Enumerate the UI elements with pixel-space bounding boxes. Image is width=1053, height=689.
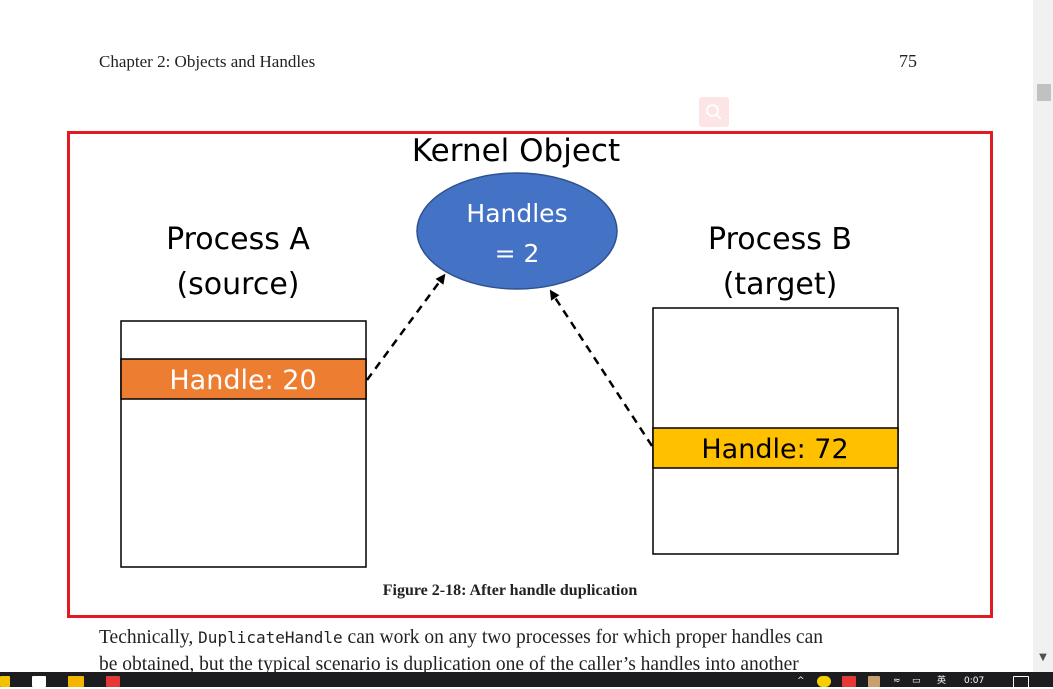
body-line-2: be obtained, but the typical scenario is… — [99, 654, 799, 672]
arrow-process-a-to-object — [365, 273, 446, 381]
body-line-1: Technically, DuplicateHandle can work on… — [99, 627, 823, 648]
tray-app-icon[interactable] — [842, 676, 856, 687]
ellipse-label-line2: = 2 — [495, 239, 540, 268]
terminal-icon[interactable] — [32, 676, 46, 687]
clock[interactable]: 0:07 — [964, 676, 985, 686]
document-page: Chapter 2: Objects and Handles 75 Kernel… — [67, 51, 993, 672]
search-icon — [706, 104, 722, 120]
tray-status-icon[interactable] — [817, 676, 831, 687]
notification-icon[interactable] — [1013, 676, 1029, 689]
figure-diagram: Kernel Object Handles = 2 Process A (sou… — [120, 133, 899, 568]
app-icon[interactable] — [106, 676, 120, 687]
page-number: 75 — [899, 51, 917, 71]
search-button[interactable] — [699, 97, 729, 127]
figure-caption: Figure 2-18: After handle duplication — [382, 582, 638, 599]
vertical-scrollbar[interactable]: ▼ — [1033, 0, 1053, 672]
wifi-icon[interactable]: ≈ — [893, 676, 901, 686]
process-b-handle-label: Handle: 72 — [701, 434, 848, 465]
file-explorer-icon[interactable] — [68, 676, 84, 687]
ime-indicator[interactable]: 英 — [937, 676, 947, 686]
taskbar: ^ ≈ ▭ 英 0:07 — [0, 672, 1053, 689]
handle-count-ellipse — [416, 172, 618, 290]
process-a-handle-entry — [120, 358, 367, 400]
tray-chevron-up-icon[interactable]: ^ — [797, 676, 805, 686]
tray-user-icon[interactable] — [868, 676, 880, 687]
windows-icon[interactable] — [0, 676, 10, 687]
inline-code: DuplicateHandle — [198, 628, 343, 647]
arrow-process-b-to-object — [549, 289, 654, 447]
process-a-role: (source) — [176, 267, 299, 302]
scroll-down-arrow-icon[interactable]: ▼ — [1039, 652, 1047, 663]
process-b-role: (target) — [723, 267, 838, 302]
process-b-label: Process B — [708, 222, 852, 257]
running-head: Chapter 2: Objects and Handles — [99, 52, 316, 71]
kernel-object-title: Kernel Object — [412, 133, 620, 169]
process-a-label: Process A — [166, 222, 310, 257]
volume-icon[interactable]: ▭ — [912, 676, 921, 686]
body-paragraph: Technically, DuplicateHandle can work on… — [99, 624, 929, 672]
scrollbar-thumb[interactable] — [1037, 84, 1051, 101]
process-a-handle-label: Handle: 20 — [169, 365, 316, 396]
ellipse-label-line1: Handles — [466, 199, 567, 228]
process-b-handle-entry — [652, 427, 899, 469]
figure-highlight-box — [67, 131, 993, 618]
